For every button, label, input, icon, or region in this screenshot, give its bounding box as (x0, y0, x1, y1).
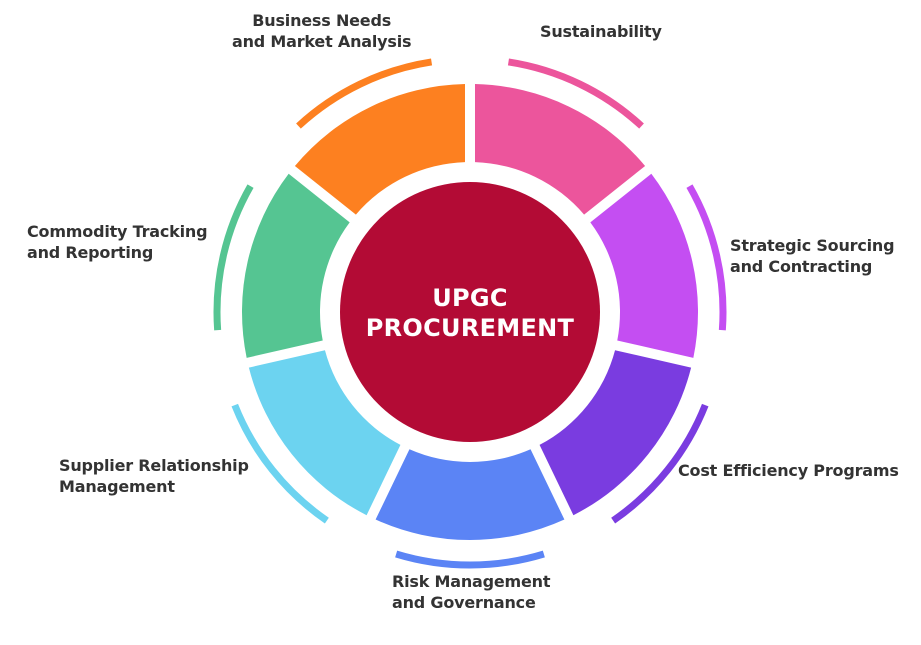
outer-arc-commodity-tracking (213, 184, 254, 331)
ring-segment-commodity-tracking (241, 173, 350, 358)
label-business-needs-line1: Business Needs (252, 11, 392, 30)
label-strategic-sourcing-line1: Strategic Sourcing (730, 236, 895, 255)
ring-segment-strategic-sourcing (590, 173, 698, 358)
label-commodity-tracking-line2: and Reporting (27, 243, 154, 262)
label-strategic-sourcing-line2: and Contracting (730, 257, 873, 276)
label-supplier-relationship-line1: Supplier Relationship (59, 456, 249, 475)
label-commodity-tracking-line1: Commodity Tracking (27, 222, 208, 241)
outer-arc-strategic-sourcing (686, 184, 727, 331)
center-title-line2: PROCUREMENT (365, 314, 575, 342)
ring-segment-cost-efficiency (539, 350, 692, 516)
ring-segments (241, 84, 698, 541)
label-risk-management-line2: and Governance (392, 593, 536, 612)
outer-arc-sustainability (507, 58, 644, 129)
label-cost-efficiency-line1: Cost Efficiency Programs (678, 461, 899, 480)
outer-arc-supplier-relationship (231, 403, 329, 524)
label-supplier-relationship: Supplier Relationship Management (59, 455, 249, 497)
ring-segment-risk-management (375, 449, 565, 541)
outer-arcs (213, 58, 727, 569)
ring-segment-business-needs (294, 84, 466, 215)
label-risk-management-line1: Risk Management (392, 572, 551, 591)
outer-arc-risk-management (395, 550, 545, 569)
outer-arc-business-needs (296, 58, 433, 129)
label-business-needs: Business Needs and Market Analysis (232, 10, 412, 52)
center-title-line1: UPGC (432, 284, 508, 312)
label-commodity-tracking: Commodity Tracking and Reporting (27, 221, 208, 263)
center-title: UPGC PROCUREMENT (340, 283, 600, 343)
label-supplier-relationship-line2: Management (59, 477, 175, 496)
label-cost-efficiency: Cost Efficiency Programs (678, 460, 899, 481)
label-sustainability-line1: Sustainability (540, 22, 662, 41)
center-circle (340, 182, 600, 442)
ring-segment-supplier-relationship (248, 350, 401, 516)
label-strategic-sourcing: Strategic Sourcing and Contracting (730, 235, 895, 277)
outer-arc-cost-efficiency (611, 403, 709, 524)
label-business-needs-line2: and Market Analysis (232, 32, 412, 51)
ring-segment-sustainability (474, 84, 646, 215)
label-risk-management: Risk Management and Governance (392, 571, 551, 613)
label-sustainability: Sustainability (540, 21, 662, 42)
